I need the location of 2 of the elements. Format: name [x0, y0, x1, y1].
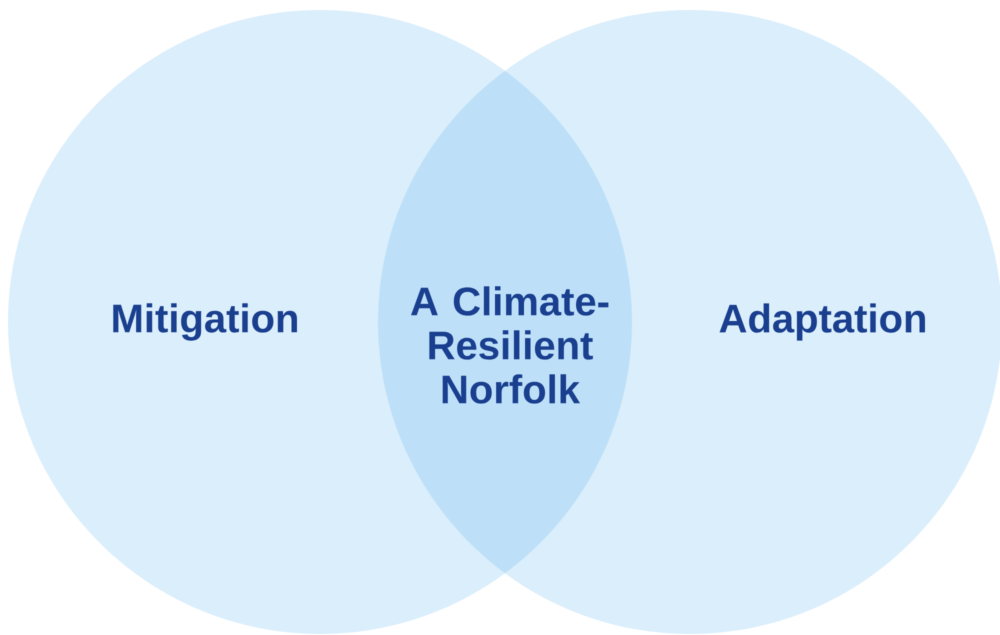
- node-label: Adaptation: [720, 303, 925, 341]
- overlap-region: A Climate-Resilient Norfolk: [411, 286, 608, 404]
